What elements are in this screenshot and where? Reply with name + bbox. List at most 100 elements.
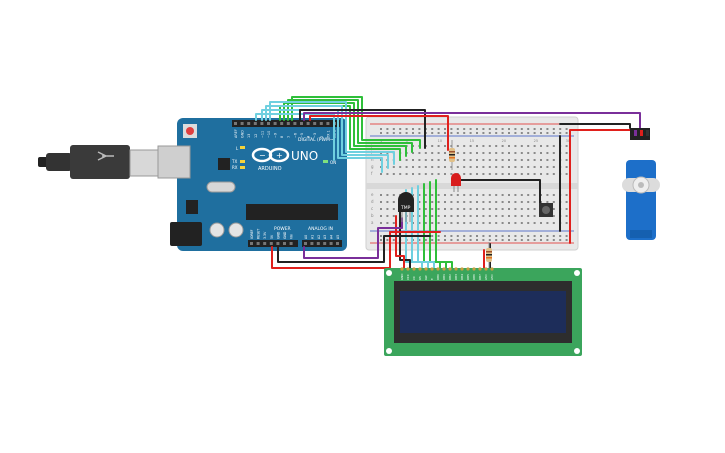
- sensor-label: TMP: [400, 205, 411, 211]
- lcd-pin[interactable]: [472, 267, 476, 271]
- red-led: [451, 173, 461, 192]
- push-button[interactable]: [539, 203, 553, 217]
- lcd-pin-label: LED: [490, 275, 494, 280]
- lcd-pin-label: DB6: [472, 274, 476, 280]
- breadboard-col-label: 20: [502, 139, 506, 143]
- analog-pin[interactable]: [336, 242, 339, 245]
- lcd-pin[interactable]: [418, 267, 422, 271]
- power-pin[interactable]: [269, 242, 273, 245]
- breadboard-row-label: b: [371, 213, 374, 218]
- digital-pin-label: 7: [287, 136, 291, 138]
- digital-pin-label: TX 1: [326, 130, 330, 139]
- power-pin[interactable]: [276, 242, 280, 245]
- wires: [255, 96, 646, 269]
- lcd-pin[interactable]: [454, 267, 458, 271]
- analog-pin-label: A3: [323, 235, 327, 239]
- analog-pin-label: A5: [336, 235, 340, 239]
- digital-pin-label: GND: [241, 130, 245, 138]
- breadboard-row-label: h: [371, 157, 374, 162]
- lcd-pin-label: DB3: [454, 274, 458, 280]
- lcd-pin-label: DB7: [478, 274, 482, 280]
- power-pin-label: GND: [276, 231, 280, 239]
- digital-pin[interactable]: [306, 122, 310, 125]
- lcd-pin-label: DB4: [460, 274, 464, 280]
- power-pin-label: GND: [283, 231, 287, 239]
- digital-pin[interactable]: [313, 122, 317, 125]
- analog-pin[interactable]: [316, 242, 320, 245]
- temperature-sensor: TMP: [398, 192, 414, 222]
- lcd-pin-label: DB5: [466, 274, 470, 280]
- analog-header: ANALOG IN: [308, 226, 333, 232]
- digital-pin-label: 12: [254, 134, 258, 138]
- analog-pin-label: A2: [317, 235, 321, 239]
- lcd-pin[interactable]: [406, 267, 410, 271]
- digital-pin-label: ~11: [260, 131, 264, 138]
- power-pin-label: 5V: [270, 234, 274, 239]
- on-label: ON: [330, 160, 336, 165]
- digital-pin[interactable]: [253, 122, 257, 125]
- digital-pin-label: 8: [280, 136, 284, 138]
- analog-pin[interactable]: [323, 242, 327, 245]
- power-pin-label: Vin: [290, 234, 294, 239]
- power-pin[interactable]: [283, 242, 286, 245]
- breadboard-row-label: f: [371, 171, 373, 176]
- digital-pin[interactable]: [267, 122, 270, 125]
- digital-header: DIGITAL (PWM~): [298, 137, 336, 143]
- lcd-pin[interactable]: [400, 267, 404, 271]
- arduino-board: − + UNO ARDUINO DIGITAL (PWM~) POWER ANA…: [157, 118, 347, 251]
- analog-pin-label: A4: [330, 235, 334, 239]
- breadboard-row-label: c: [371, 206, 373, 211]
- power-pin[interactable]: [250, 242, 253, 245]
- arduino-logo-icon: − +: [251, 147, 290, 163]
- power-pin[interactable]: [256, 242, 260, 245]
- l-label: L: [236, 146, 239, 151]
- digital-pin[interactable]: [247, 122, 251, 125]
- digital-pin[interactable]: [326, 122, 330, 125]
- digital-pin[interactable]: [293, 122, 297, 125]
- digital-pin-label: 2: [320, 136, 324, 138]
- digital-pin-label: ~3: [313, 133, 317, 138]
- lcd-pin[interactable]: [466, 267, 470, 271]
- digital-pin[interactable]: [240, 122, 244, 125]
- lcd-pin[interactable]: [436, 267, 440, 271]
- breadboard-col-label: 15: [470, 139, 474, 143]
- usb-cable: [38, 145, 161, 179]
- digital-pin[interactable]: [273, 122, 277, 125]
- breadboard-row-label: d: [371, 199, 374, 204]
- lcd-pin-label: VCC: [406, 274, 410, 280]
- lcd-pin-label: LED: [484, 275, 488, 280]
- breadboard-row-label: a: [371, 220, 374, 225]
- resistor-led: [449, 140, 455, 170]
- power-pin-label: IOREF: [250, 229, 254, 239]
- reset-button[interactable]: [186, 127, 194, 135]
- lcd-pin[interactable]: [490, 267, 494, 271]
- lcd-pin[interactable]: [478, 267, 482, 271]
- lcd-pin[interactable]: [448, 267, 452, 271]
- lcd-pin-label: RS: [418, 276, 422, 280]
- lcd-pin[interactable]: [412, 267, 416, 271]
- power-pin-label: 3.3V: [263, 231, 267, 239]
- digital-pin[interactable]: [280, 122, 284, 125]
- breadboard-row-label: e: [371, 192, 374, 197]
- resistor-lcd: [486, 242, 492, 268]
- digital-pin[interactable]: [234, 122, 237, 125]
- digital-pin[interactable]: [300, 122, 303, 125]
- power-pin[interactable]: [263, 242, 267, 245]
- lcd-pin[interactable]: [430, 267, 434, 271]
- digital-pin-label: ~9: [274, 133, 278, 138]
- svg-text:−: −: [259, 151, 266, 160]
- lcd-pin[interactable]: [460, 267, 464, 271]
- analog-pin[interactable]: [329, 242, 333, 245]
- analog-pin[interactable]: [304, 242, 307, 245]
- digital-pin[interactable]: [319, 122, 323, 125]
- digital-pin[interactable]: [260, 122, 264, 125]
- analog-pin[interactable]: [310, 242, 314, 245]
- digital-pin[interactable]: [286, 122, 290, 125]
- lcd-pin[interactable]: [424, 267, 428, 271]
- lcd-pin[interactable]: [484, 267, 488, 271]
- power-pin[interactable]: [289, 242, 293, 245]
- lcd-pin[interactable]: [442, 267, 446, 271]
